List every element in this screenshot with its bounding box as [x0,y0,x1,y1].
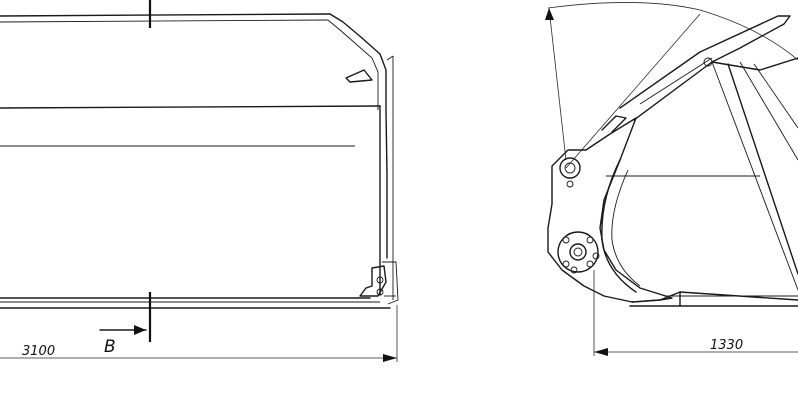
side-mount-plate [547,117,673,303]
view-arrow-head [134,325,146,335]
front-upper-seam [0,105,381,109]
side-lug [345,69,373,83]
side-spill-guard [619,15,791,121]
front-lower-bracket [359,265,387,297]
front-side-plate [329,13,388,259]
front-view: B 3100 [0,0,399,362]
depth-dimension-label: 1330 [710,338,743,353]
front-top-edge [0,13,331,17]
lower-pivot-pin [557,231,600,274]
upper-pivot-pin [559,157,581,188]
side-back-plate [711,57,798,71]
radius-arrow [545,8,554,20]
side-upper-bracket [601,115,627,133]
side-bucket-curve [601,159,637,293]
front-top-edge-inner [0,19,329,23]
width-dimension-label: 3100 [22,344,55,359]
side-view: 1330 [545,2,798,356]
view-label-b: B [104,337,116,357]
tip-radius-arc [547,2,798,61]
depth-dim-arrow [594,348,608,356]
width-dim-arrow [383,354,397,362]
